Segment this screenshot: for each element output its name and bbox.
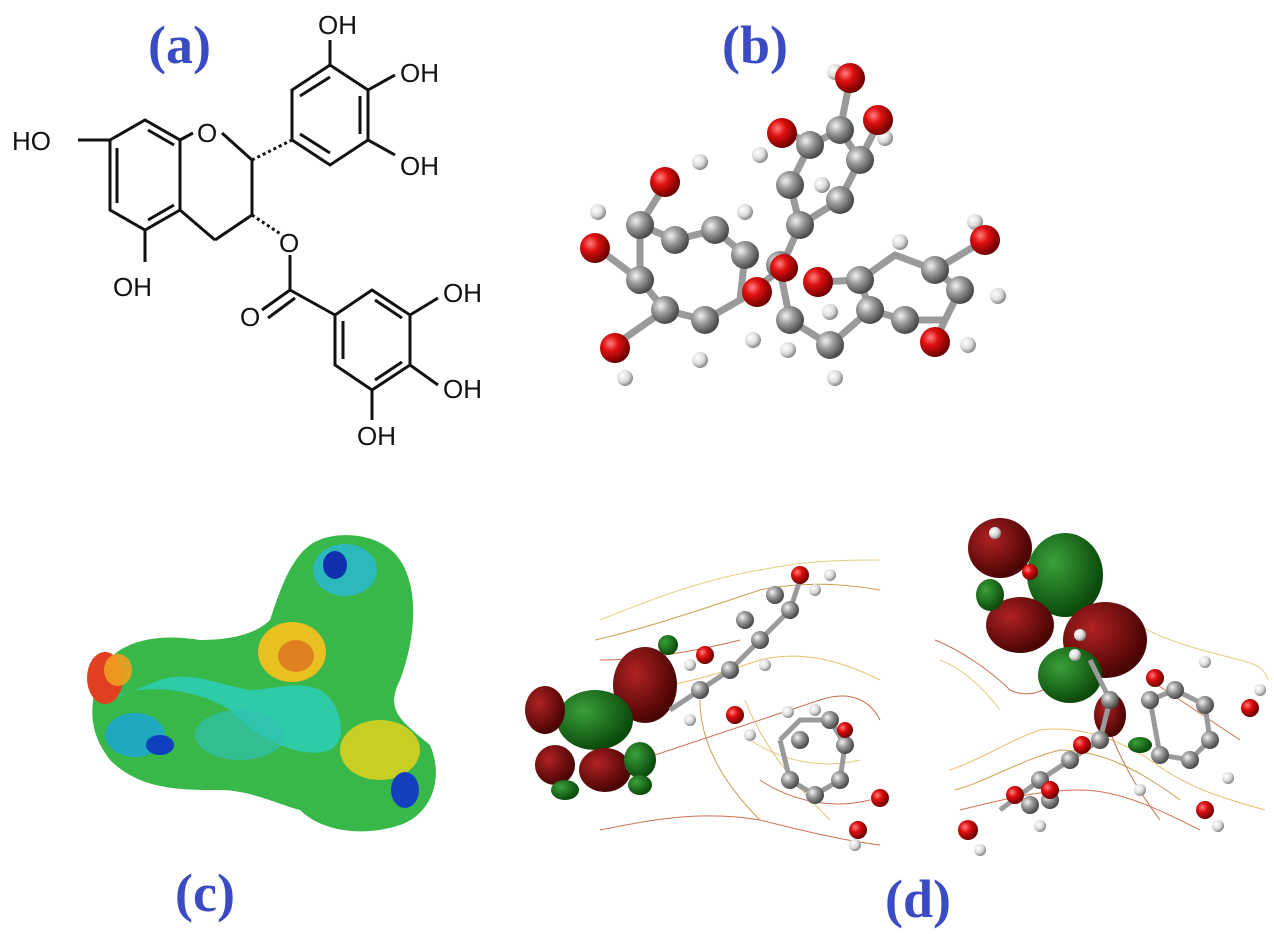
orbital-panel-lumo [934,518,1269,856]
label-oh-gallate-top: OH [443,278,482,308]
label-oh-gallate-bottom: OH [357,421,396,451]
label-oh-top: OH [318,10,357,40]
label-ester-o: O [279,228,299,258]
label-oh-mid-right: OH [400,151,439,181]
label-ring-o: O [197,118,217,148]
ball-and-stick-model [580,63,1006,386]
panel-label-d: (d) [885,869,951,929]
orbital-panel-homo [525,559,889,851]
panel-label-c: (c) [175,863,235,923]
label-oh-gallate-right: OH [443,374,482,404]
panel-label-b: (b) [722,15,788,75]
label-carbonyl-o: O [240,302,260,332]
esp-surface [87,535,436,832]
label-oh-bottom-left: OH [113,272,152,302]
panel-label-a: (a) [148,15,211,75]
skeletal-atom-labels: OH OH OH HO O OH O O OH OH OH [12,10,482,451]
label-ho-left: HO [12,126,51,156]
skeletal-structure [78,40,439,420]
label-oh-top-right: OH [400,58,439,88]
